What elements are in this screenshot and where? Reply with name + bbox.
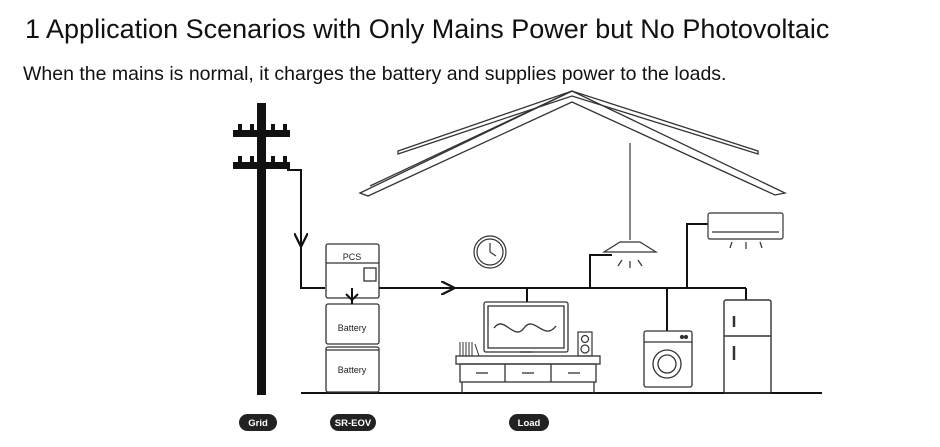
energy-storage-stack	[325, 243, 380, 393]
tv-icon	[483, 301, 569, 353]
main-bus-line	[379, 223, 747, 331]
grid-badge: Grid	[239, 414, 277, 431]
load-badge: Load	[509, 414, 549, 431]
page-title: 1 Application Scenarios with Only Mains …	[25, 14, 830, 44]
refrigerator-icon	[723, 299, 772, 394]
grid-badge-label: Grid	[248, 418, 268, 429]
house-roof	[358, 90, 788, 197]
load-badge-label: Load	[518, 418, 541, 429]
utility-pole	[233, 103, 290, 395]
grid-wire	[287, 169, 325, 289]
washing-machine-icon	[643, 330, 693, 388]
pcs-label: PCS	[343, 252, 362, 262]
battery-top-label: Battery	[338, 323, 367, 333]
air-conditioner-icon	[707, 212, 784, 249]
battery-bottom-label: Battery	[338, 365, 367, 375]
tv-cabinet	[455, 355, 601, 393]
wall-clock-icon	[473, 235, 507, 269]
page-subtitle: When the mains is normal, it charges the…	[23, 63, 727, 85]
books-icon	[459, 342, 480, 357]
sr-eov-badge-label: SR-EOV	[335, 418, 372, 429]
ceiling-lamp-icon	[601, 143, 659, 268]
sr-eov-badge: SR-EOV	[330, 414, 376, 431]
speaker-icon	[577, 331, 593, 357]
